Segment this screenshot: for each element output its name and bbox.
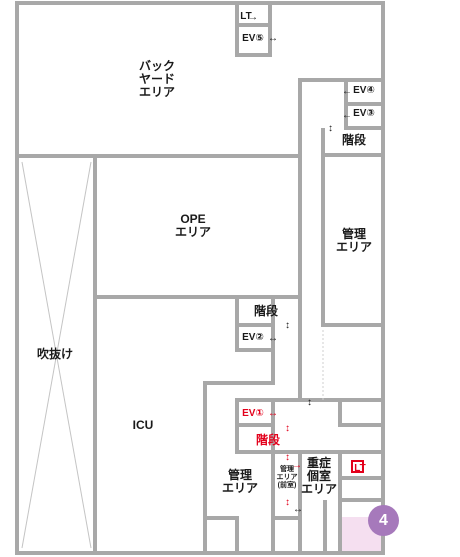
wall-admin-right <box>321 155 383 327</box>
wall-back-yard <box>17 78 383 158</box>
wall-elevator-top <box>235 3 272 57</box>
arrow-ev4: ← <box>342 86 352 97</box>
label-stairs-mid: 階段 <box>253 304 278 318</box>
arrow-bottom: ↔ <box>293 504 303 515</box>
wall-lt-red <box>340 476 383 502</box>
label-critical-rooms: 重症 個室 エリア <box>300 456 337 496</box>
label-lt-top: LT <box>240 11 252 22</box>
arrow-red-4: ↕ <box>285 497 290 508</box>
label-stairs-top: 階段 <box>341 133 366 147</box>
floor-badge: 4 <box>368 505 399 536</box>
label-admin-right: 管理 エリア <box>335 227 372 254</box>
arrow-updown-top: ↕ <box>328 123 333 134</box>
wall-admin-front <box>271 452 302 520</box>
label-back-yard: バック ヤード エリア <box>138 59 175 99</box>
wall-lower-right <box>273 398 383 427</box>
arrow-ev5: ↔ <box>268 33 278 44</box>
wall-ev34 <box>344 80 383 130</box>
label-admin-bottom: 管理 エリア <box>221 468 258 495</box>
arrow-updown-mid: ↕ <box>285 320 290 331</box>
label-icu: ICU <box>132 418 154 432</box>
outer-wall <box>15 1 385 555</box>
label-ev2: EV② <box>242 332 264 343</box>
label-ev1: EV① <box>242 408 264 419</box>
wall-stairs-mid <box>235 297 275 352</box>
label-atrium: 吹抜け <box>36 347 73 361</box>
wall-lower-right-2 <box>273 450 383 553</box>
label-ev3: EV③ <box>353 108 375 119</box>
label-ev5: EV⑤ <box>242 33 264 44</box>
atrium-cross-2 <box>21 161 92 549</box>
arrow-lt-top: → <box>248 12 258 23</box>
elevator-arrows: ↔ ← ← ↕ ↕ ↔ ↕ ↔ ↕ ↕ → ↕ ↔ → <box>248 12 352 515</box>
label-ev4: EV④ <box>353 85 375 96</box>
label-ope: OPE エリア <box>174 212 211 239</box>
lt-red-icon <box>351 460 364 473</box>
wall-admin-lower <box>203 350 275 553</box>
wall-admin-lower-inner <box>205 516 239 553</box>
wall-bottom-rooms <box>271 500 340 555</box>
label-stairs-red: 階段 <box>255 433 280 447</box>
arrow-ev1: ↔ <box>268 408 278 419</box>
label-lt-red: LT <box>354 463 366 474</box>
arrow-red-2: ↕ <box>285 452 290 463</box>
label-admin-front: 管理 エリア (前室) <box>276 466 298 489</box>
arrow-red-3: → <box>292 460 302 471</box>
arrow-ev2: ↔ <box>268 333 278 344</box>
arrow-ev3: ← <box>342 110 352 121</box>
arrow-red-1: ↕ <box>285 423 290 434</box>
arrow-updown-lower: ↕ <box>307 397 312 408</box>
